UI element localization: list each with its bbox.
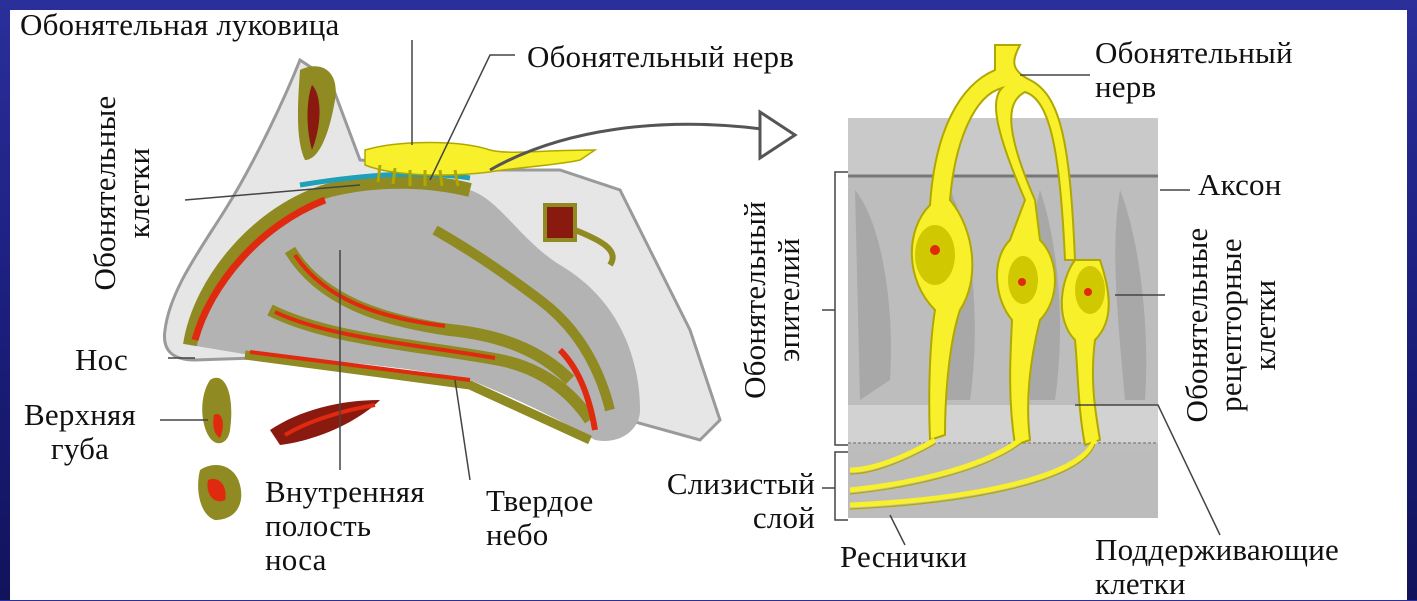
label-upper-lip: Верхняя губа xyxy=(5,398,155,466)
label-receptor-cells: Обонятельные рецепторные клетки xyxy=(1180,190,1282,460)
label-olfactory-nerve-left: Обонятельный нерв xyxy=(527,40,794,74)
head-section xyxy=(164,60,720,520)
label-supporting-cells: Поддерживающие клетки xyxy=(1095,533,1339,601)
sphenoid-sinus xyxy=(545,205,575,240)
label-mucus-layer: Слизистый слой xyxy=(610,467,815,535)
cilia-zone xyxy=(848,405,1158,443)
label-nasal-cavity: Внутренняя полость носа xyxy=(265,475,425,577)
label-nose: Нос xyxy=(75,343,128,377)
label-hard-palate: Твердое небо xyxy=(486,484,594,552)
arrow-head xyxy=(760,112,795,158)
label-olfactory-cells: Обонятельные клетки xyxy=(88,68,156,318)
label-olfactory-bulb: Обонятельная луковица xyxy=(20,8,340,42)
label-olfactory-epithelium: Обонятельный эпителий xyxy=(738,155,806,445)
epithelium-block xyxy=(848,45,1158,518)
label-cilia: Реснички xyxy=(840,540,967,574)
label-olfactory-nerve-right: Обонятельный нерв xyxy=(1095,36,1293,104)
